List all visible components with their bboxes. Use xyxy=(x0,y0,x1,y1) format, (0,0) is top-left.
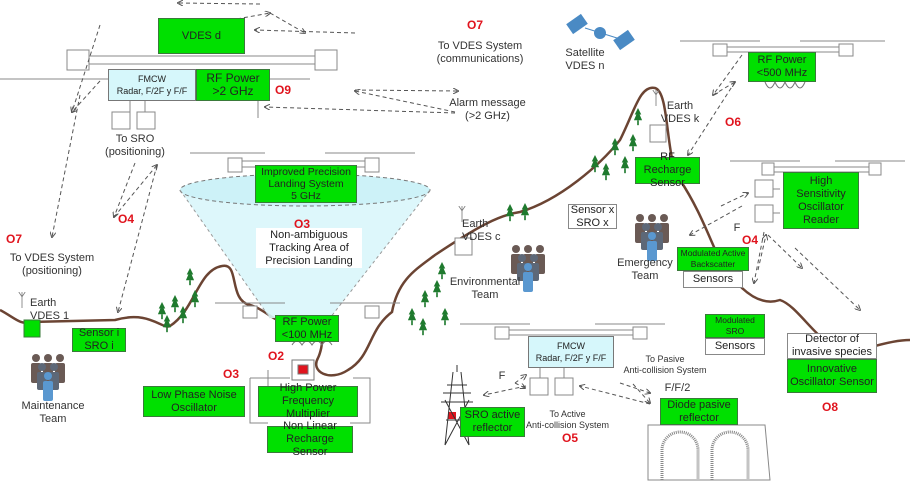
ff2-label: F/F/2 xyxy=(664,382,691,394)
sro-active-reflector-box: SRO active reflector xyxy=(460,407,525,437)
satellite-label: Satellite VDES n xyxy=(565,47,605,72)
red-marker-oscillator xyxy=(297,364,309,375)
to-active-label: To Active Anti-collision System xyxy=(525,409,610,430)
objective-o8: O8 xyxy=(822,400,839,414)
bridge-icon xyxy=(647,424,771,481)
terrain-line xyxy=(0,86,910,377)
rf-power-2ghz-box: RF Power >2 GHz xyxy=(196,69,270,101)
objective-o7-left: O7 xyxy=(6,232,23,246)
modulated-backscatter-box: Modulated Active Backscatter xyxy=(677,247,749,271)
satellite-icon xyxy=(566,13,635,51)
objective-o7-top: O7 xyxy=(467,18,484,32)
maintenance-team-icon xyxy=(31,354,65,401)
maintenance-team-label: Maintenance Team xyxy=(21,400,85,425)
objective-o9: O9 xyxy=(275,83,292,97)
frequency-multiplier-box: High Power Frequency Multiplier xyxy=(258,382,358,420)
sensors-box-2: Sensors xyxy=(705,338,765,355)
rf-power-500mhz-box: RF Power <500 MHz xyxy=(748,52,816,82)
objective-o4-right: O4 xyxy=(742,233,759,247)
to-vdes-pos-label: To VDES System (positioning) xyxy=(9,252,95,277)
objective-o3-bottom: O3 xyxy=(223,367,240,381)
to-sro-label: To SRO (positioning) xyxy=(105,133,165,158)
sensor-i-box: Sensor i SRO i xyxy=(72,327,126,352)
alarm-message-label: Alarm message (>2 GHz) xyxy=(449,97,526,122)
high-sensitivity-reader-box: High Sensitivity Oscillator Reader xyxy=(783,172,859,229)
sensors-box-1: Sensors xyxy=(683,271,743,288)
f-label-right: F xyxy=(733,222,741,234)
sensor-x-box: Sensor x SRO x xyxy=(568,204,617,229)
modulated-sro-box: Modulated SRO xyxy=(705,314,765,338)
fmcw-radar-top-box: FMCW Radar, F/2F y F/F xyxy=(108,69,196,101)
f-label-radar: F xyxy=(498,370,506,382)
rf-power-100mhz-box: RF Power <100 MHz xyxy=(275,315,339,342)
diode-pasive-reflector-box: Diode pasive reflector xyxy=(660,398,738,425)
tracking-area-label: Non-ambiguous Tracking Area of Precision… xyxy=(256,228,362,268)
rf-recharge-sensor-box: RF Recharge Sensor xyxy=(635,151,700,189)
earth-vdes-1-station xyxy=(23,319,41,338)
emergency-team-icon xyxy=(635,214,669,261)
vdes-d-box: VDES d xyxy=(158,18,245,54)
environmental-team-label: Environmental Team xyxy=(449,276,521,301)
red-marker-tower xyxy=(448,412,456,419)
emergency-team-label: Emergency Team xyxy=(617,257,673,282)
objective-o5: O5 xyxy=(562,431,579,445)
fmcw-radar-bottom-box: FMCW Radar, F/2F y F/F xyxy=(528,336,614,368)
earth-vdes-c-label: Earth VDES c xyxy=(462,218,501,243)
nonlinear-recharge-sensor-box: Non Linear Recharge Sensor xyxy=(267,420,353,458)
earth-vdes-1-label: Earth VDES 1 xyxy=(30,297,70,322)
objective-o3-cone: O3 xyxy=(294,217,311,231)
detector-invasive-box: Detector of invasive species xyxy=(787,333,877,359)
earth-vdes-k-label: Earth VDES k xyxy=(660,100,700,125)
innovative-oscillator-box: Innovative Oscillator Sensor xyxy=(787,359,877,393)
to-vdes-comm-label: To VDES System (communications) xyxy=(436,40,524,65)
objective-o6: O6 xyxy=(725,115,742,129)
objective-o4-left: O4 xyxy=(118,212,135,226)
to-pasive-label: To Pasive Anti-collision System xyxy=(623,354,707,375)
low-phase-noise-oscillator-box: Low Phase Noise Oscillator xyxy=(143,386,245,417)
objective-o2: O2 xyxy=(268,349,285,363)
precision-landing-box: Improved Precision Landing System 5 GHz xyxy=(255,165,357,203)
